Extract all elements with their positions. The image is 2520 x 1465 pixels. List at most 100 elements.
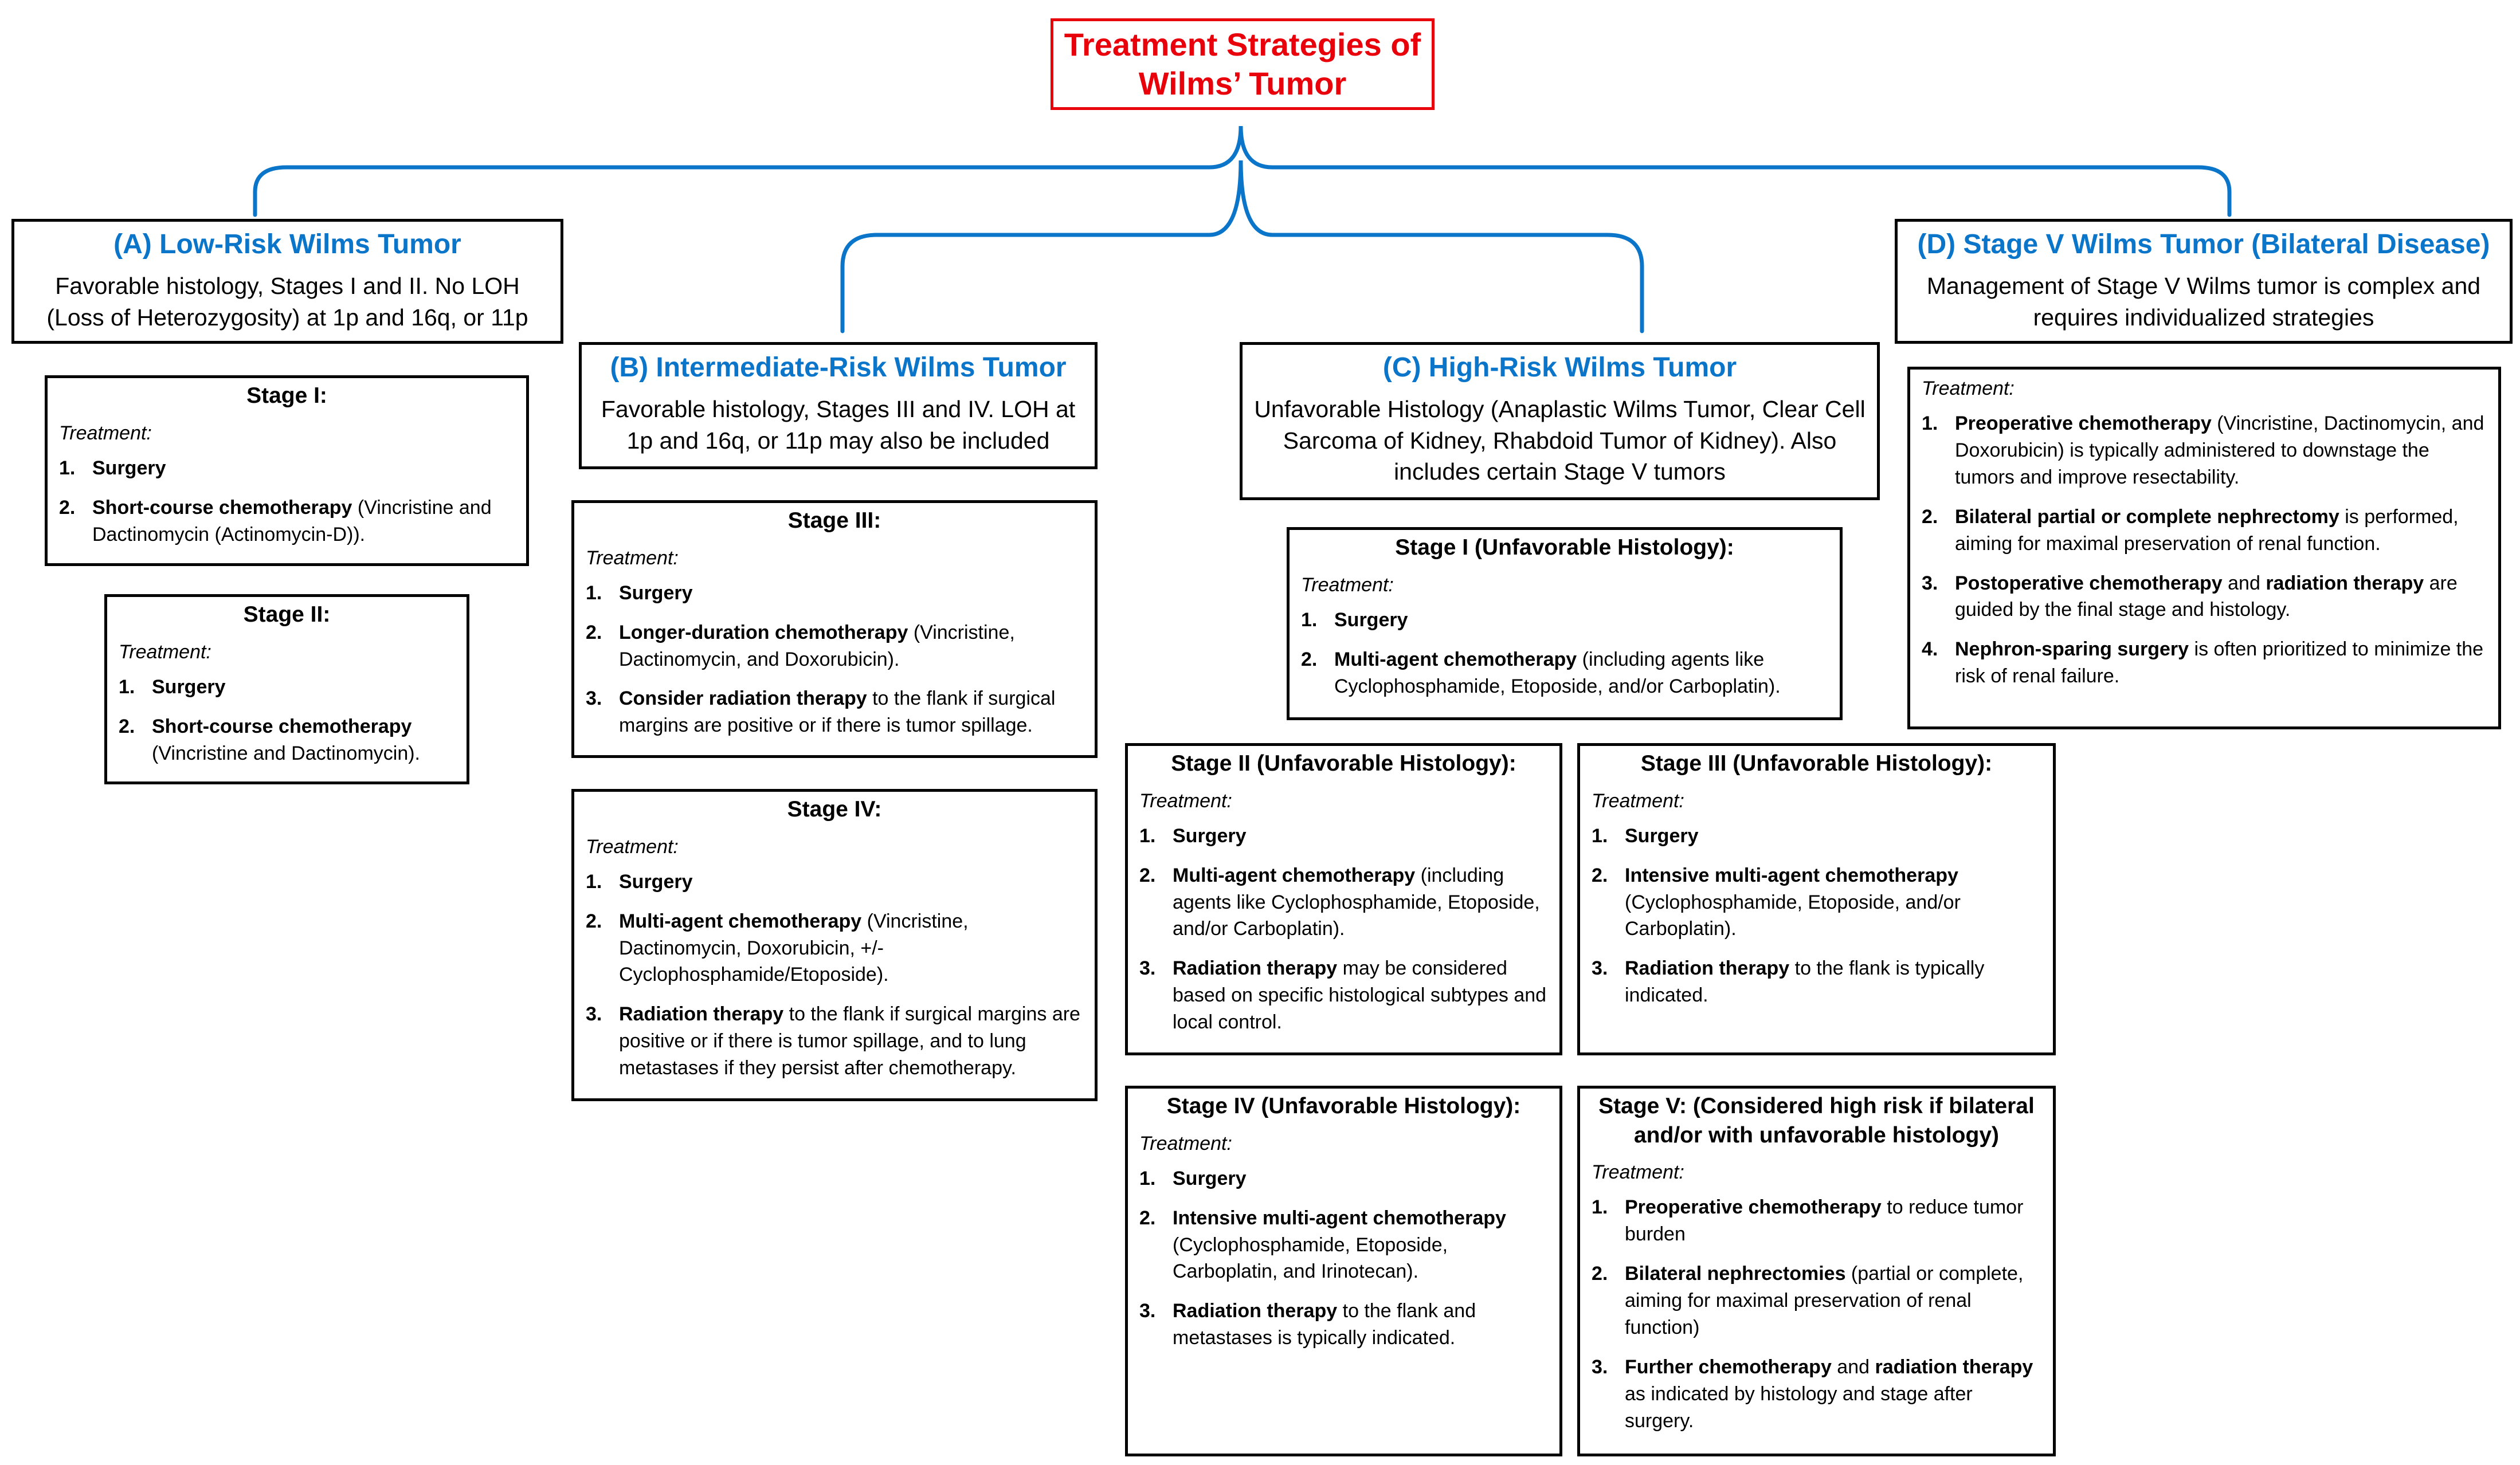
item-number: 2. bbox=[586, 910, 602, 932]
item-text: Short-course chemotherapy (Vincristine a… bbox=[152, 713, 455, 767]
item-detail: is often prioritized to minimize the ris… bbox=[1955, 638, 2484, 688]
item-detail: (Cyclophosphamide, Etoposide, Carboplati… bbox=[1173, 1234, 1448, 1283]
treatment-item: 4.Nephron-sparing surgery is often prior… bbox=[1922, 636, 2487, 690]
item-number: 2. bbox=[59, 496, 76, 519]
treatment-item: 3.Postoperative chemotherapy and radiati… bbox=[1922, 570, 2487, 624]
item-emphasis: Multi-agent chemotherapy bbox=[1173, 864, 1416, 886]
treatment-list: 1. Preoperative chemotherapy (Vincristine… bbox=[1922, 410, 2487, 690]
item-text: Bilateral partial or complete nephrectom… bbox=[1955, 504, 2487, 557]
item-text: Multi-agent chemotherapy (Vincristine, D… bbox=[619, 908, 1083, 989]
item-detail: (Vincristine, Dactinomycin, and Doxorubi… bbox=[1955, 413, 2484, 488]
treatment-item: 2.Multi-agent chemotherapy (including ag… bbox=[1301, 646, 1828, 700]
treatment-item: 2. Multi-agent chemotherapy (including ag… bbox=[1139, 862, 1548, 943]
stage-box-high-risk-stage-3: Stage III (Unfavorable Histology):Treatm… bbox=[1577, 743, 2056, 1055]
item-number: 3. bbox=[1922, 572, 1938, 594]
stage-title: Stage IV (Unfavorable Histology): bbox=[1166, 1094, 1521, 1118]
treatment-item: 2.Intensive multi-agent chemotherapy (Cy… bbox=[1139, 1205, 1548, 1286]
item-emphasis: Consider radiation therapy bbox=[619, 688, 867, 710]
treatment-list: 1. Surgery 2.Intensive multi-agent chemoth… bbox=[1139, 1165, 1548, 1352]
item-text: Surgery bbox=[1334, 607, 1828, 634]
category-description: Favorable histology, Stages I and II. No… bbox=[46, 273, 528, 331]
item-emphasis: Radiation therapy bbox=[1625, 957, 1790, 980]
treatment-label: Treatment: bbox=[1301, 574, 1394, 596]
item-detail: to the flank if surgical margins are pos… bbox=[619, 688, 1056, 737]
item-emphasis: Radiation therapy bbox=[1173, 957, 1338, 980]
stage-box-stage-v-treatment: Treatment: 1. Preoperative chemotherapy (V… bbox=[1907, 367, 2501, 729]
item-number: 3. bbox=[1139, 957, 1156, 980]
item-number: 1. bbox=[1139, 1167, 1156, 1189]
treatment-item: 2.Bilateral nephrectomies (partial or co… bbox=[1592, 1260, 2041, 1341]
item-text: Multi-agent chemotherapy (including agen… bbox=[1173, 862, 1548, 943]
treatment-label: Treatment: bbox=[119, 641, 211, 663]
diagram-title-box: Treatment Strategies of Wilms’ Tumor bbox=[1051, 18, 1435, 110]
treatment-item: 2. Bilateral partial or complete nephrect… bbox=[1922, 504, 2487, 557]
category-high-risk: (C) High-Risk Wilms Tumor Unfavorable Hi… bbox=[1240, 342, 1880, 500]
item-detail: (including agents like Cyclophosphamide,… bbox=[1334, 648, 1781, 697]
item-detail: is performed, aiming for maximal preserv… bbox=[1955, 505, 2459, 555]
item-emphasis: Intensive multi-agent chemotherapy bbox=[1173, 1207, 1506, 1229]
category-title: (B) Intermediate-Risk Wilms Tumor bbox=[610, 352, 1067, 383]
item-text: Radiation therapy to the flank and metas… bbox=[1173, 1298, 1548, 1352]
category-description: Management of Stage V Wilms tumor is com… bbox=[1926, 273, 2481, 331]
item-emphasis: Preoperative chemotherapy bbox=[1625, 1196, 1882, 1219]
stage-title: Stage IV: bbox=[787, 797, 882, 822]
stage-box-high-risk-stage-2: Stage II (Unfavorable Histology):Treatme… bbox=[1125, 743, 1562, 1055]
item-text: Multi-agent chemotherapy (including agen… bbox=[1334, 646, 1828, 700]
item-detail: (Vincristine and Dactinomycin (Actinomyc… bbox=[92, 496, 492, 545]
brace-top-ad bbox=[253, 125, 2232, 217]
treatment-item: 3.Radiation therapy to the flank if surg… bbox=[586, 1001, 1083, 1082]
item-text: Short-course chemotherapy (Vincristine a… bbox=[92, 494, 515, 548]
treatment-label: Treatment: bbox=[1592, 790, 1684, 812]
treatment-item: 3. Radiation therapy may be considered ba… bbox=[1139, 955, 1548, 1036]
item-number: 2. bbox=[1922, 505, 1938, 528]
treatment-item: 3.Radiation therapy to the flank and met… bbox=[1139, 1298, 1548, 1352]
item-emphasis: Radiation therapy bbox=[619, 1003, 784, 1026]
treatment-list: 1.Surgery 2. Multi-agent chemotherapy (inc… bbox=[1139, 823, 1548, 1036]
treatment-label: Treatment: bbox=[1139, 1132, 1232, 1154]
treatment-label: Treatment: bbox=[59, 422, 152, 444]
treatment-label: Treatment: bbox=[1922, 378, 2015, 399]
item-text: Preoperative chemotherapy (Vincristine, … bbox=[1955, 410, 2487, 491]
item-detail: and bbox=[1831, 1356, 1875, 1378]
treatment-item: 2.Short-course chemotherapy (Vincristine… bbox=[119, 713, 455, 767]
item-text: Radiation therapy may be considered base… bbox=[1173, 955, 1548, 1036]
item-number: 1. bbox=[119, 675, 135, 698]
diagram-title: Treatment Strategies of Wilms’ Tumor bbox=[1064, 26, 1421, 101]
item-detail: to the flank is typically indicated. bbox=[1625, 957, 1985, 1007]
item-emphasis: Surgery bbox=[1173, 1167, 1247, 1189]
item-detail: may be considered based on specific hist… bbox=[1173, 957, 1547, 1034]
category-intermediate-risk: (B) Intermediate-Risk Wilms Tumor Favora… bbox=[579, 342, 1098, 469]
treatment-label: Treatment: bbox=[586, 547, 679, 569]
item-text: Longer-duration chemotherapy (Vincristin… bbox=[619, 619, 1083, 673]
item-text: Further chemotherapy and radiation thera… bbox=[1625, 1354, 2041, 1435]
category-stage-v: (D) Stage V Wilms Tumor (Bilateral Disea… bbox=[1895, 219, 2513, 344]
treatment-item: 1.Surgery bbox=[1139, 823, 1548, 850]
treatment-label: Treatment: bbox=[586, 835, 679, 858]
item-emphasis: Surgery bbox=[619, 870, 693, 893]
treatment-item: 2. Short-course chemotherapy (Vincristine… bbox=[59, 494, 515, 548]
item-detail: (including agents like Cyclophosphamide,… bbox=[1173, 864, 1540, 940]
treatment-item: 1.Preoperative chemotherapy to reduce tu… bbox=[1592, 1194, 2041, 1248]
item-emphasis: Surgery bbox=[619, 582, 693, 604]
treatment-item: 3.Radiation therapy to the flank is typi… bbox=[1592, 955, 2041, 1009]
stage-title: Stage I: bbox=[246, 383, 327, 408]
item-emphasis: Radiation therapy bbox=[1173, 1300, 1338, 1322]
item-emphasis: radiation therapy bbox=[2266, 572, 2424, 594]
item-emphasis: Bilateral partial or complete nephrectom… bbox=[1955, 505, 2339, 528]
item-number: 2. bbox=[1592, 864, 1608, 886]
item-emphasis: Bilateral nephrectomies bbox=[1625, 1263, 1846, 1285]
item-number: 2. bbox=[1592, 1263, 1608, 1285]
item-number: 1. bbox=[1922, 413, 1938, 434]
item-text: Intensive multi-agent chemotherapy (Cycl… bbox=[1625, 862, 2041, 943]
treatment-item: 2. Intensive multi-agent chemotherapy (Cy… bbox=[1592, 862, 2041, 943]
item-number: 3. bbox=[1592, 1356, 1608, 1378]
item-number: 4. bbox=[1922, 638, 1938, 661]
item-number: 2. bbox=[1139, 864, 1156, 886]
item-detail: (Vincristine, Dactinomycin, and Doxorubi… bbox=[619, 621, 1015, 670]
